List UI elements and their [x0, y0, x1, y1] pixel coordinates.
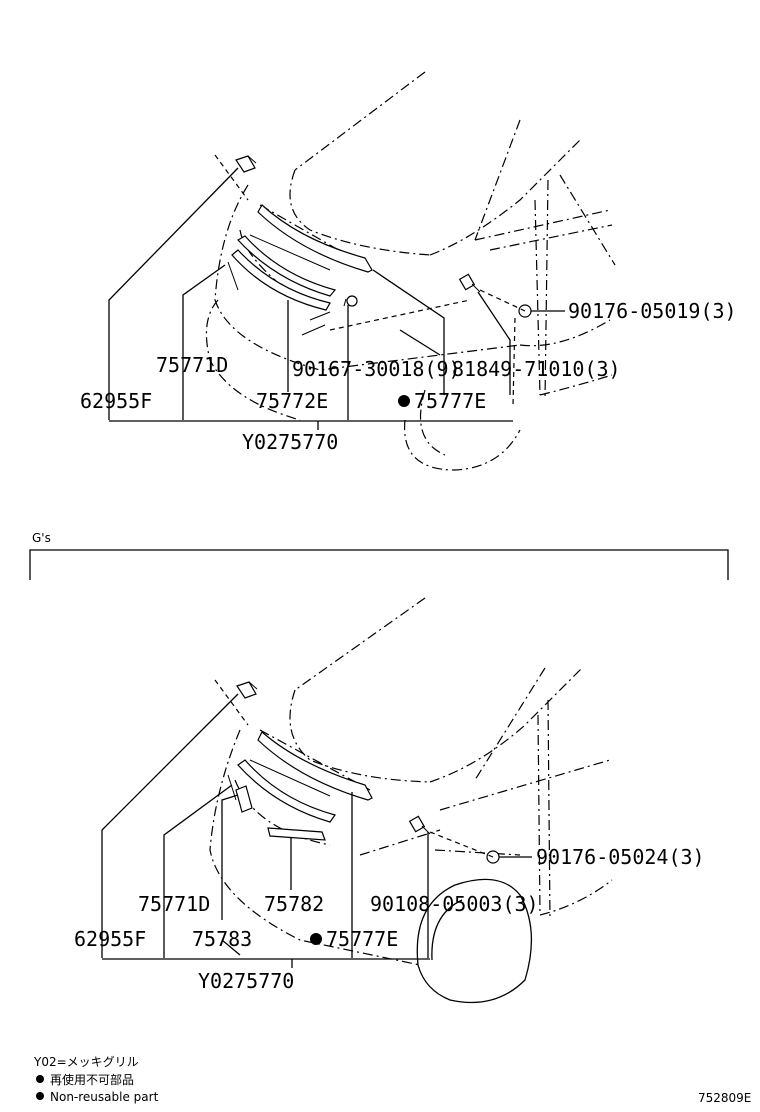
top-grille-chrome-bar-2 — [231, 249, 331, 311]
gs-section: G's — [29, 531, 729, 1004]
gs-grille-chrome-bar — [237, 759, 336, 823]
top-label-75771D: 75771D — [156, 353, 228, 377]
gs-label-90108-05003: 90108-05003(3) — [370, 892, 539, 916]
legend-non-reusable-en: Non-reusable part — [50, 1090, 159, 1104]
top-fastener-clip-right — [458, 273, 481, 293]
gs-grille-parts — [227, 731, 373, 841]
gs-fastener-clip-right — [408, 815, 431, 835]
gs-section-title: G's — [32, 531, 51, 545]
legend: Y02=メッキグリル 再使用不可部品 Non-reusable part — [33, 1055, 159, 1104]
gs-fastener-clip-left — [236, 681, 258, 699]
gs-section-bracket — [29, 549, 729, 580]
legend-non-reusable-jp: 再使用不可部品 — [50, 1072, 134, 1087]
top-label-75777E: 75777E — [414, 389, 486, 413]
gs-grille-emblem-75783 — [235, 785, 253, 813]
gs-car-body-outline — [209, 597, 613, 966]
gs-label-Y0275770: Y0275770 — [198, 969, 294, 993]
top-non-reusable-dot — [398, 395, 410, 407]
top-label-62955F: 62955F — [80, 389, 152, 413]
top-label-81849-71010: 81849-71010(3) — [452, 357, 621, 381]
legend-dot-2 — [36, 1092, 44, 1100]
gs-label-90176-05024: 90176-05024(3) — [536, 845, 705, 869]
gs-grille-upper-molding — [257, 731, 373, 801]
top-leader-lines — [108, 167, 565, 430]
gs-label-75777E: 75777E — [326, 927, 398, 951]
top-fastener-clip-left — [235, 155, 257, 173]
gs-label-75782: 75782 — [264, 892, 324, 916]
gs-label-75771D: 75771D — [138, 892, 210, 916]
gs-label-62955F: 62955F — [74, 927, 146, 951]
top-label-Y0275770: Y0275770 — [242, 430, 338, 454]
top-grille-upper-molding — [257, 204, 373, 273]
legend-dot-1 — [36, 1075, 44, 1083]
gs-wheel-arch — [416, 878, 533, 1004]
gs-leader-lines — [101, 693, 532, 968]
top-label-90167-30018: 90167-30018(9) — [292, 357, 461, 381]
gs-label-75783: 75783 — [192, 927, 252, 951]
top-label-90176-05019: 90176-05019(3) — [568, 299, 737, 323]
top-grille-parts — [227, 204, 373, 336]
top-section: 90176-05019(3) 75771D 90167-30018(9) 818… — [80, 71, 737, 471]
top-label-75772E: 75772E — [256, 389, 328, 413]
gs-grille-badge-75782 — [267, 827, 326, 841]
top-car-body-outline — [205, 71, 616, 471]
figure-id: 752809E — [698, 1091, 751, 1105]
top-grille-chrome-bar-1 — [237, 235, 337, 297]
top-fastener-screw — [343, 295, 358, 307]
gs-non-reusable-dot — [310, 933, 322, 945]
legend-chrome-grille: Y02=メッキグリル — [33, 1055, 139, 1069]
